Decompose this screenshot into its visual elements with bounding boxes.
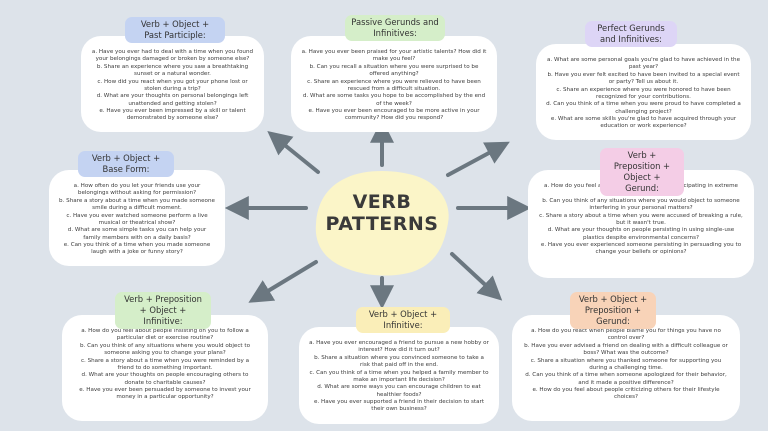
- card-perfect-gerunds: a. What are some personal goals you're g…: [536, 44, 751, 140]
- list-item: b. Share a situation where you convinced…: [314, 354, 484, 369]
- list-item: b. Have you ever advised a friend on dea…: [524, 342, 728, 357]
- label-prep-infinitive: Verb + Preposition + Object + Infinitive…: [115, 292, 211, 329]
- arrow-to-perfect-gerunds: [446, 141, 510, 177]
- list-item: c. Share a story about a time when you w…: [539, 212, 743, 226]
- list-item: a. How do you react when people blame yo…: [531, 328, 721, 342]
- card-passive-gerunds: a. Have you ever been praised for your a…: [291, 36, 497, 132]
- label-perfect-gerunds: Perfect Gerunds and Infinitives:: [585, 21, 677, 47]
- list-item: c. Can you think of a time when you help…: [309, 369, 489, 383]
- list-item: d. What are your thoughts on people pers…: [547, 227, 735, 241]
- list-item: d. What are your thoughts on personal be…: [96, 93, 249, 107]
- list-item: c. Share an experience where you were ho…: [556, 86, 731, 100]
- list-item: b. Can you think of any situations where…: [79, 342, 251, 357]
- list-item: e. How do you feel about people criticiz…: [532, 387, 720, 401]
- list-item: e. Can you think of a time when you made…: [63, 242, 211, 256]
- list-item: c. Share a situation where you thanked s…: [530, 357, 722, 371]
- list-item: a. How do you feel about people insistin…: [81, 328, 249, 342]
- list-item: b. Share an experience where you saw a b…: [96, 63, 249, 78]
- list-item: a. What are some personal goals you're g…: [546, 57, 741, 71]
- list-item: e. Have you ever been encouraged to be m…: [308, 108, 480, 122]
- center-title: VERB PATTERNS: [312, 191, 452, 236]
- list-item: c. How did you react when you got your p…: [97, 78, 248, 92]
- list-item: b. Have you ever felt excited to have be…: [547, 71, 740, 86]
- label-object-prep-gerund: Verb + Object + Preposition + Gerund:: [570, 292, 656, 329]
- label-past-participle: Verb + Object + Past Participle:: [125, 17, 225, 43]
- arrow-to-prep-infinitive: [248, 260, 318, 303]
- card-object-infinitive: a. Have you ever encouraged a friend to …: [299, 327, 499, 424]
- list-item: a. How often do you let your friends use…: [73, 183, 201, 197]
- card-prep-infinitive: a. How do you feel about people insistin…: [62, 315, 268, 421]
- list-item: e. Have you ever been impressed by a ski…: [99, 108, 246, 122]
- list-item: d. What are your thoughts on people enco…: [81, 372, 249, 386]
- list-item: d. What are some tasks you hope to be ac…: [302, 93, 486, 107]
- center-topic: VERB PATTERNS: [312, 168, 452, 278]
- list-item: e. Have you ever experienced someone per…: [540, 242, 742, 256]
- list-item: c. Have you ever watched someone perform…: [66, 212, 208, 226]
- list-item: a. Have you ever encouraged a friend to …: [309, 340, 489, 354]
- list-item: c. Share an experience where you were re…: [307, 78, 481, 92]
- center-blob: [315, 171, 449, 276]
- label-passive-gerunds: Passive Gerunds and Infinitives:: [345, 15, 445, 41]
- list-item: e. Have you ever been persuaded by someo…: [79, 387, 251, 401]
- arrow-to-object-prep-gerund: [450, 252, 503, 301]
- center-title-line2: PATTERNS: [325, 212, 439, 235]
- list-item: e. Have you ever supported a friend in t…: [313, 399, 485, 413]
- list-item: d. Can you think of a time when you were…: [546, 101, 741, 115]
- list-item: d. Can you think of a time when someone …: [525, 372, 727, 386]
- list-item: a. Have you ever had to deal with a time…: [91, 49, 254, 63]
- label-prep-gerund: Verb + Preposition + Object + Gerund:: [600, 148, 684, 196]
- list-item: b. Can you think of any situations where…: [542, 197, 740, 212]
- label-object-infinitive: Verb + Object + Infinitive:: [356, 307, 450, 333]
- list-item: d. What are some simple tasks you can he…: [67, 227, 207, 241]
- list-item: c. Share a story about a time when you w…: [80, 357, 250, 371]
- list-item: b. Can you recall a situation where you …: [309, 63, 479, 78]
- card-past-participle: a. Have you ever had to deal with a time…: [81, 36, 264, 132]
- arrow-to-past-participle: [267, 130, 320, 174]
- label-base-form: Verb + Object + Base Form:: [78, 151, 174, 177]
- card-object-prep-gerund: a. How do you react when people blame yo…: [512, 315, 740, 421]
- list-item: e. What are some skills you're glad to h…: [550, 116, 737, 130]
- card-base-form: a. How often do you let your friends use…: [49, 170, 225, 266]
- center-title-line1: VERB: [352, 191, 412, 213]
- list-item: a. Have you ever been praised for your a…: [301, 49, 487, 63]
- list-item: d. What are some ways you can encourage …: [317, 384, 481, 398]
- list-item: b. Share a story about a time when you m…: [59, 197, 215, 212]
